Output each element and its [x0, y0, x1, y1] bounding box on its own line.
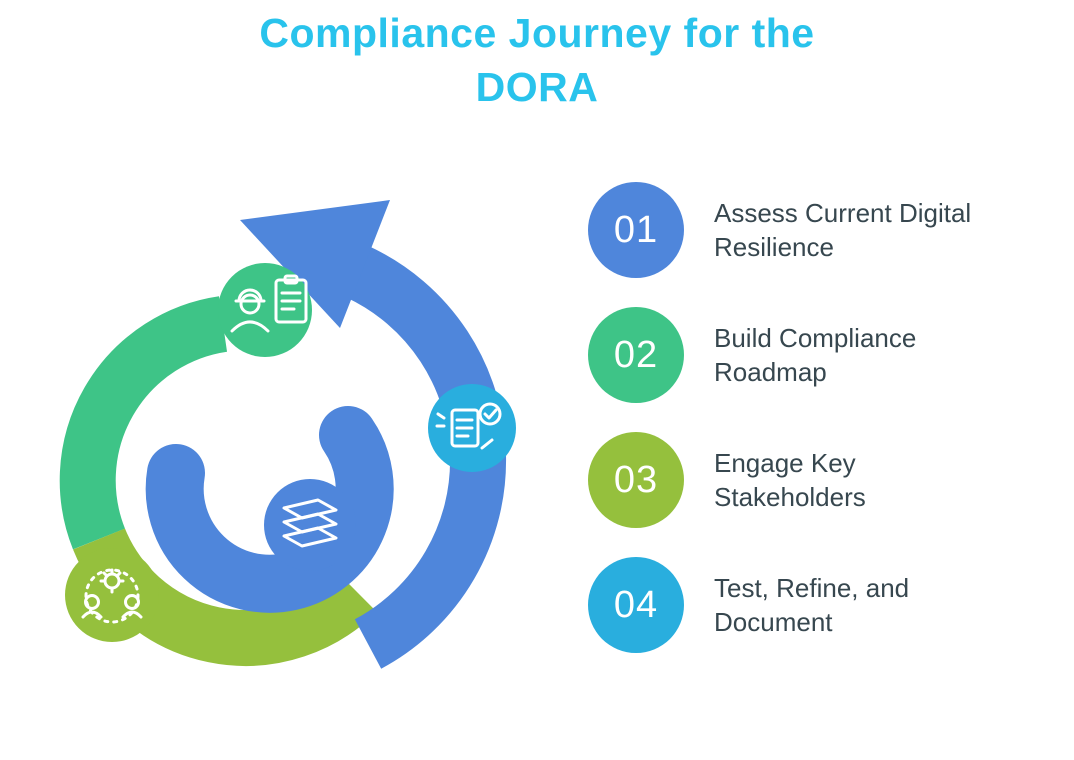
badge-test — [428, 384, 516, 472]
list-item-step-3: 03 Engage Key Stakeholders — [588, 432, 1058, 528]
badge-roadmap — [264, 479, 356, 571]
list-item-step-4: 04 Test, Refine, and Document — [588, 557, 1058, 653]
step-number-badge: 03 — [588, 432, 684, 528]
list-item-step-1: 01 Assess Current Digital Resilience — [588, 182, 1058, 278]
badge-assess — [218, 263, 312, 357]
arrowhead — [240, 200, 390, 328]
checklist-hand-icon — [435, 402, 502, 450]
step-label: Engage Key Stakeholders — [714, 447, 866, 512]
step-number-badge: 01 — [588, 182, 684, 278]
step-label: Test, Refine, and Document — [714, 572, 910, 637]
badge-engage — [65, 548, 159, 642]
stack-icon — [282, 498, 338, 548]
step-number-badge: 02 — [588, 307, 684, 403]
steps-list: 01 Assess Current Digital Resilience 02 … — [588, 182, 1058, 682]
page-title: Compliance Journey for the DORA — [259, 10, 815, 111]
inner-spiral-arc — [145, 406, 394, 613]
team-gear-icon — [81, 568, 143, 624]
spiral-cycle-diagram — [59, 200, 516, 669]
list-item-step-2: 02 Build Compliance Roadmap — [588, 307, 1058, 403]
step-label: Assess Current Digital Resilience — [714, 197, 972, 262]
step-label: Build Compliance Roadmap — [714, 322, 917, 387]
worker-clipboard-icon — [230, 274, 308, 333]
ring-segment-green — [59, 296, 228, 550]
step-number-badge: 04 — [588, 557, 684, 653]
